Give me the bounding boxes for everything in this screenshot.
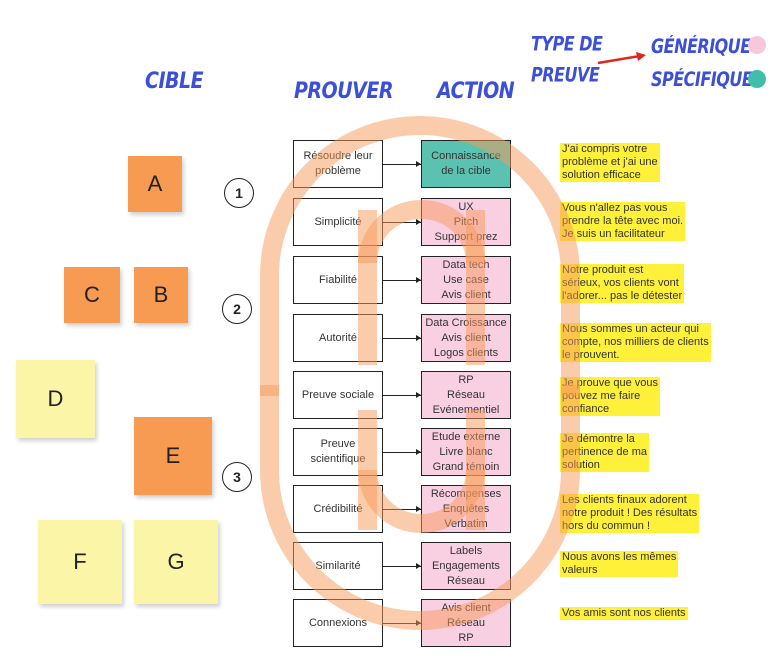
sticky-c[interactable]: C bbox=[64, 267, 120, 323]
note-line: prendre la tête avec moi. bbox=[562, 215, 684, 227]
note: Vos amis sont nos clients bbox=[560, 607, 688, 620]
header-cible: CIBLE bbox=[145, 68, 204, 94]
header-action: ACTION bbox=[437, 78, 515, 104]
note-line: pouvez me faire bbox=[562, 390, 641, 402]
step-3-circle: 3 bbox=[222, 462, 252, 492]
note-line: Vous n'allez pas vous bbox=[562, 202, 668, 214]
note-line: Les clients finaux adorent bbox=[562, 494, 687, 506]
note-line: notre produit ! Des résultats bbox=[562, 507, 698, 519]
legend-arrow bbox=[597, 52, 646, 65]
note-line: sérieux, vos clients vont bbox=[562, 277, 679, 289]
sticky-a[interactable]: A bbox=[128, 156, 182, 212]
sticky-g[interactable]: G bbox=[134, 520, 218, 604]
note-line: problème et j'ai une bbox=[562, 156, 658, 168]
legend-generique-dot bbox=[748, 36, 766, 54]
step-1-circle: 1 bbox=[224, 178, 254, 208]
sticky-e[interactable]: E bbox=[134, 417, 212, 495]
note-line: Vos amis sont nos clients bbox=[562, 607, 686, 619]
note: Vous n'allez pas vous prendre la tête av… bbox=[560, 202, 686, 241]
action-line: RP bbox=[458, 631, 474, 644]
header-type-line2: PREUVE bbox=[531, 63, 600, 87]
note: Notre produit est sérieux, vos clients v… bbox=[560, 264, 685, 303]
legend-generique-label: GÉNÉRIQUE bbox=[651, 35, 751, 58]
sticky-b[interactable]: B bbox=[134, 267, 188, 323]
sticky-d[interactable]: D bbox=[16, 360, 95, 438]
header-type-line1: TYPE DE bbox=[531, 32, 603, 56]
note-line: hors du commun ! bbox=[562, 520, 651, 532]
legend-specifique-dot bbox=[748, 70, 766, 88]
note: J'ai compris votre problème et j'ai une … bbox=[560, 143, 660, 182]
note-line: valeurs bbox=[562, 564, 598, 576]
header-type-de-preuve: TYPE DE PREUVE bbox=[531, 29, 603, 91]
note-line: Notre produit est bbox=[562, 264, 644, 276]
note: Nous avons les mêmes valeurs bbox=[560, 551, 679, 577]
note-line: Je prouve que vous bbox=[562, 377, 659, 389]
note: Nous sommes un acteur qui compte, nos mi… bbox=[560, 323, 711, 362]
note-line: Je démontre la bbox=[562, 433, 635, 445]
legend-specifique-label: SPÉCIFIQUE bbox=[651, 68, 753, 91]
note-line: compte, nos milliers de clients bbox=[562, 336, 709, 348]
note-line: J'ai compris votre bbox=[562, 143, 648, 155]
note: Les clients finaux adorent notre produit… bbox=[560, 494, 700, 533]
note-line: Je suis un facilitateur bbox=[562, 228, 665, 240]
note-line: pertinence de ma bbox=[562, 446, 647, 458]
step-2-circle: 2 bbox=[222, 294, 252, 324]
sticky-f[interactable]: F bbox=[38, 520, 122, 604]
note-line: solution efficace bbox=[562, 169, 641, 181]
note-line: Nous avons les mêmes bbox=[562, 551, 677, 563]
note-line: l'adorer... pas le détester bbox=[562, 290, 683, 302]
header-prouver: PROUVER bbox=[294, 78, 393, 104]
note-line: Nous sommes un acteur qui bbox=[562, 323, 699, 335]
note-line: le prouvent. bbox=[562, 349, 620, 361]
